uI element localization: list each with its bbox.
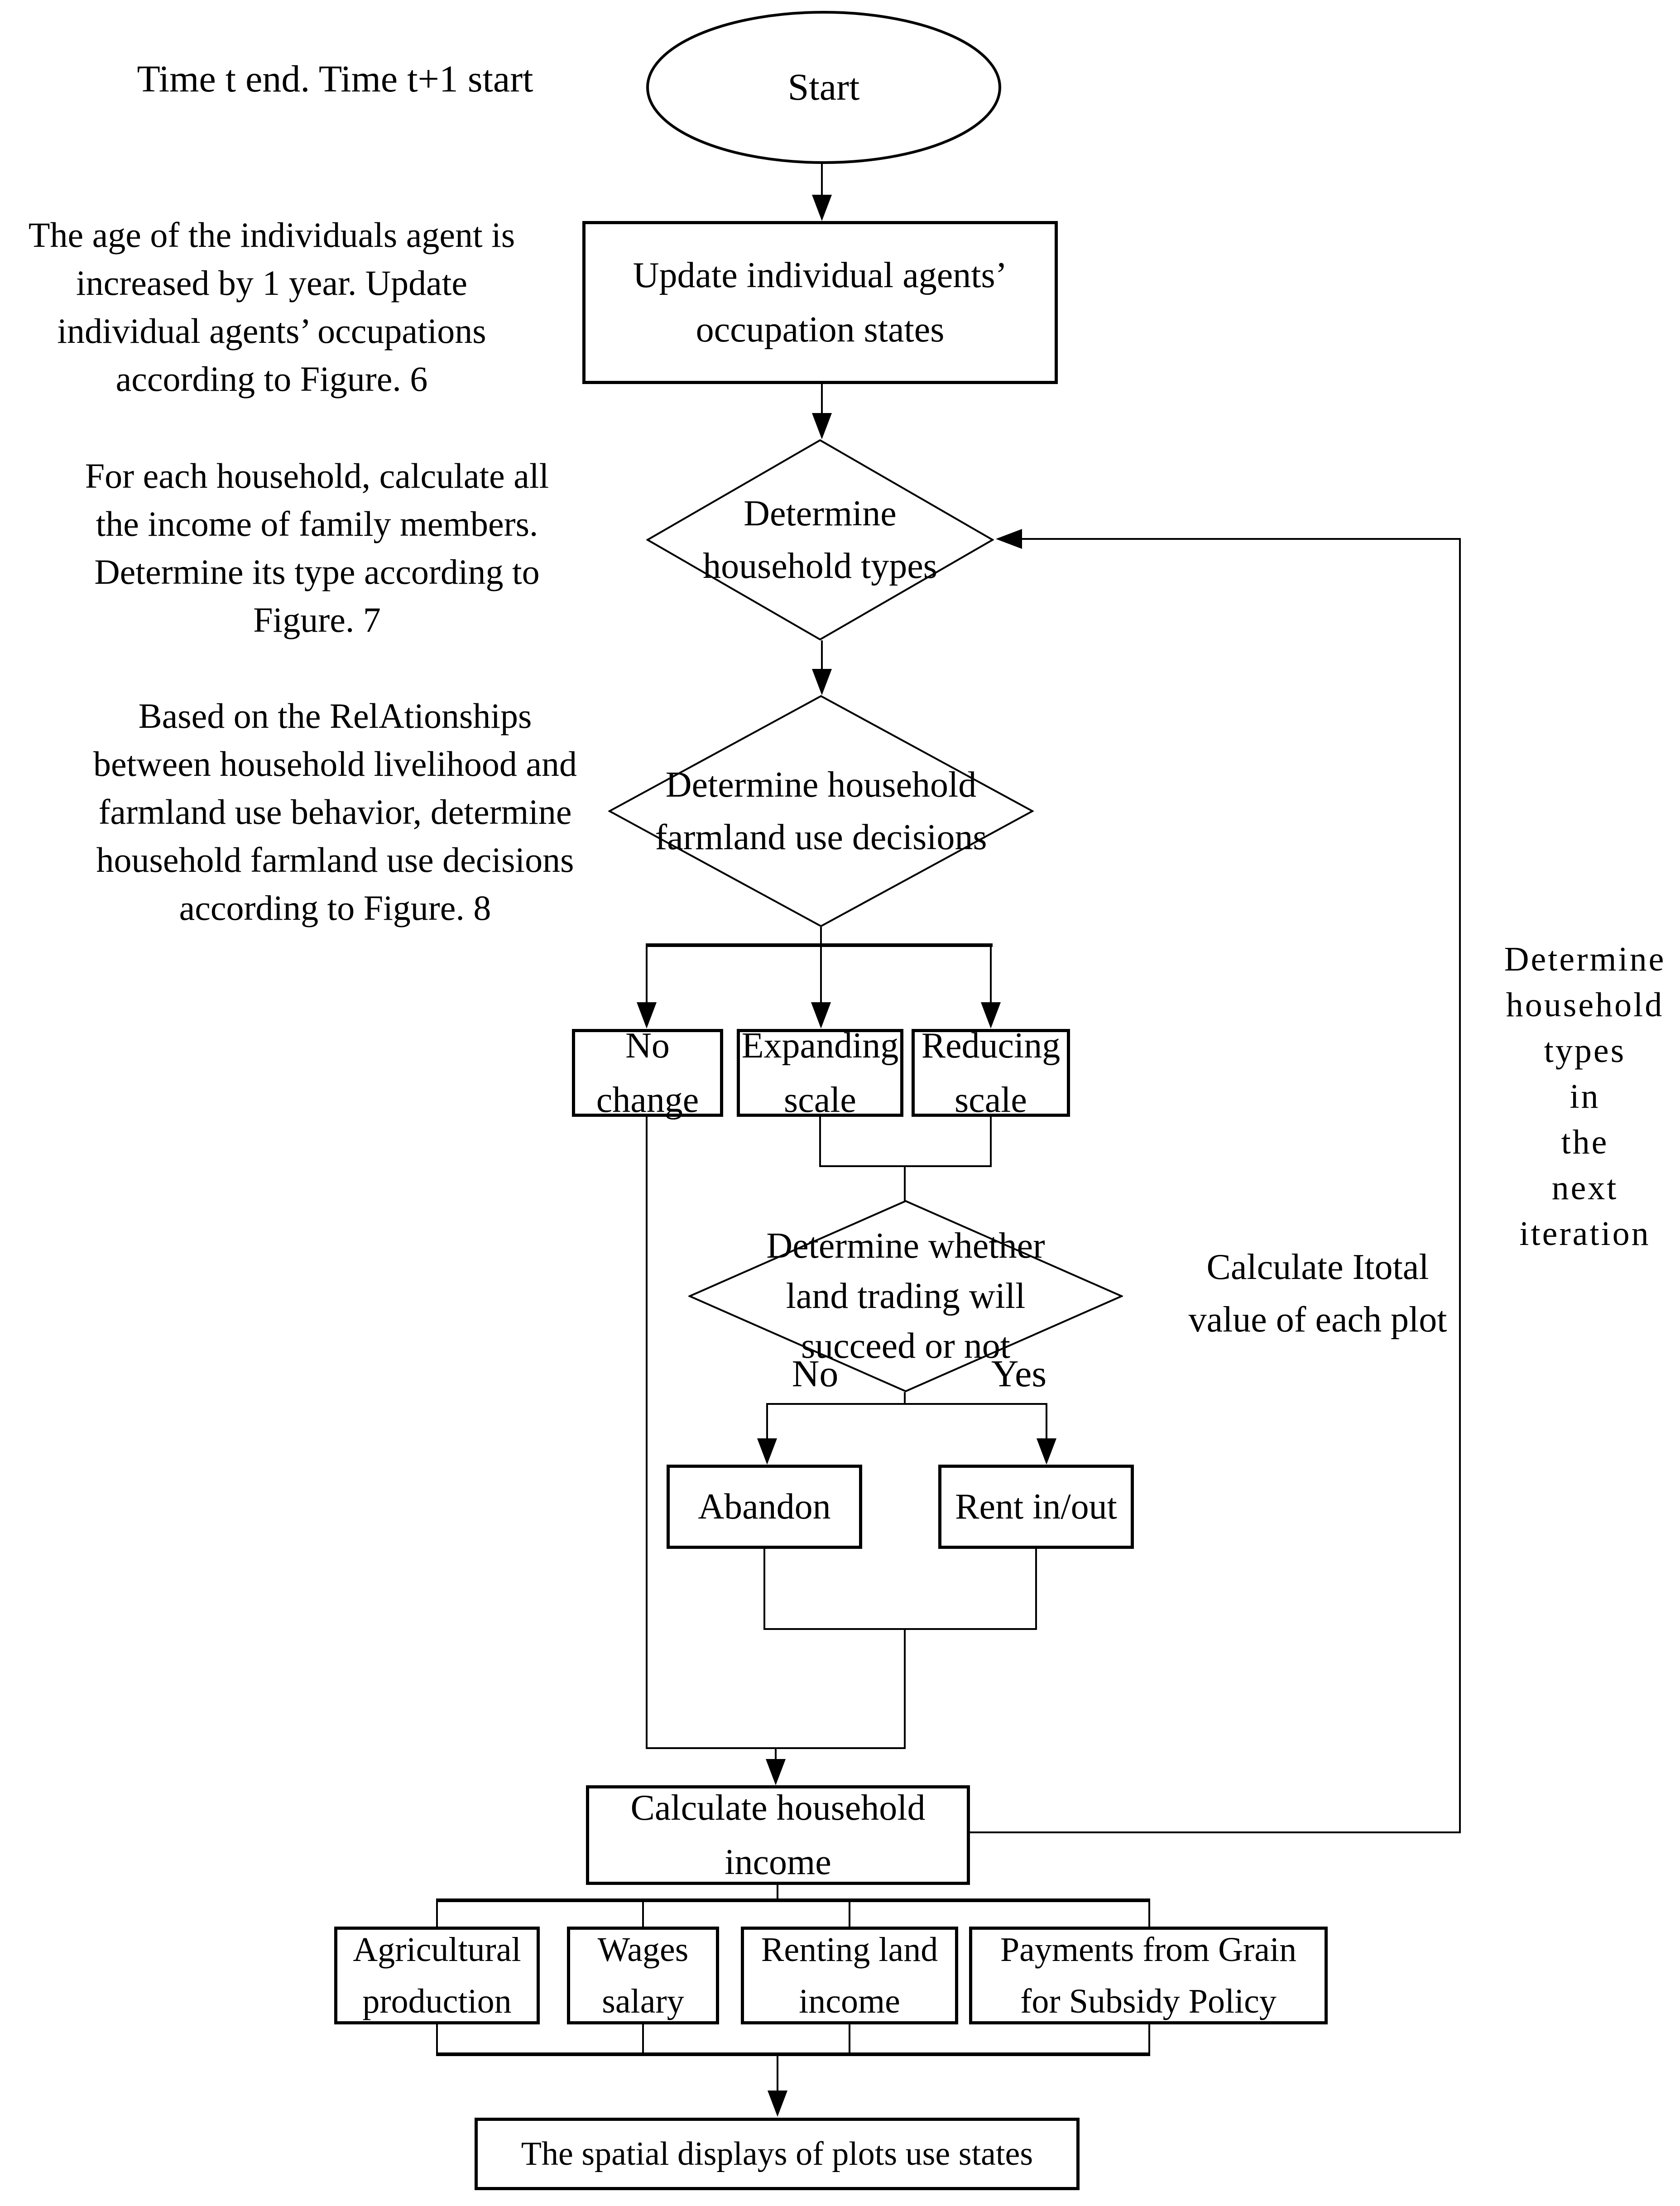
connector-update-types <box>821 384 823 414</box>
connector-payments-down <box>1148 2024 1150 2054</box>
arrowhead-into-update <box>812 195 832 221</box>
connector-merge-to-trading <box>904 1167 906 1202</box>
land-trading-diamond: Determine whether land trading will succ… <box>688 1200 1123 1392</box>
grain-subsidy-box: Payments from Grain for Subsidy Policy <box>969 1927 1328 2024</box>
arrowhead-into-reducing <box>981 1002 1001 1029</box>
connector-merge-to-income <box>775 1749 777 1760</box>
types-diamond-outline <box>646 439 994 640</box>
connector-types-decisions <box>821 640 823 670</box>
connector-income-down <box>777 1885 778 1900</box>
connector-start-update <box>821 164 823 196</box>
note-itotal: Calculate Itotal value of each plot <box>1188 1247 1447 1340</box>
connector-sources-top-bar <box>436 1898 1150 1902</box>
note-next-iteration: Determine household types in the next it… <box>1504 940 1666 1253</box>
connector-trading-stub <box>904 1392 906 1404</box>
connector-yes-down <box>1046 1405 1047 1439</box>
trading-diamond-outline <box>688 1200 1123 1392</box>
no-change-box: No change <box>572 1026 723 1120</box>
start-label: Start <box>787 66 860 109</box>
update-occupation-box: Update individual agents’ occupation sta… <box>582 221 1058 384</box>
calculate-income-box: Calculate household income <box>586 1785 970 1885</box>
determine-household-types-diamond: Determine household types <box>646 439 994 640</box>
connector-no-down <box>766 1405 768 1439</box>
connector-stub-agricultural <box>436 1902 438 1927</box>
renting-income-box: Renting land income <box>741 1927 958 2024</box>
agricultural-production-box: Agricultural production <box>334 1927 540 2024</box>
arrowhead-into-expanding <box>811 1002 831 1029</box>
connector-abandon-down <box>763 1549 765 1628</box>
connector-trade-merge-bar <box>819 1165 992 1167</box>
connector-result-down <box>904 1630 906 1749</box>
arrowhead-into-types-diamond <box>812 413 832 439</box>
connector-stub-wages <box>642 1902 644 1927</box>
arrowhead-into-income <box>766 1759 786 1785</box>
expanding-scale-box: Expanding scale <box>737 1026 903 1120</box>
note-relationships: Based on the RelAtionships between house… <box>93 696 577 928</box>
rent-in-out-box: Rent in/out <box>938 1465 1134 1549</box>
trading-diamond-label: Determine whether land trading will succ… <box>766 1226 1045 1366</box>
types-diamond-label: Determine household types <box>703 494 937 586</box>
abandon-box: Abandon <box>667 1465 862 1549</box>
connector-split-reducing <box>990 945 992 1003</box>
connector-decisions-stub <box>820 927 822 945</box>
arrowhead-into-spatial <box>768 2091 787 2117</box>
arrowhead-into-nochange <box>637 1002 657 1029</box>
connector-noyes-bar <box>766 1403 1047 1405</box>
arrowhead-into-rent <box>1037 1438 1056 1465</box>
note-household-income-type: For each household, calculate all the in… <box>85 456 549 640</box>
connector-stub-renting <box>849 1902 850 1927</box>
connector-expanding-down <box>819 1117 821 1165</box>
connector-agricultural-down <box>436 2024 438 2054</box>
decisions-diamond-label: Determine household farmland use decisio… <box>655 765 987 857</box>
spatial-display-box: The spatial displays of plots use states <box>475 2118 1080 2190</box>
decisions-diamond-outline <box>608 695 1034 927</box>
connector-feedback-right <box>1459 538 1461 1833</box>
connector-reducing-down <box>990 1117 992 1165</box>
connector-decisions-split-bar <box>646 943 993 947</box>
connector-feedback-bottom <box>970 1831 1461 1833</box>
connector-split-expanding <box>820 945 822 1003</box>
reducing-scale-box: Reducing scale <box>912 1026 1070 1120</box>
note-age-update: The age of the individuals agent is incr… <box>28 215 515 399</box>
farmland-decisions-diamond: Determine household farmland use decisio… <box>608 695 1034 927</box>
arrowhead-feedback-into-types <box>996 529 1022 549</box>
connector-wages-down <box>642 2024 644 2054</box>
branch-label-no: No <box>792 1353 839 1395</box>
connector-to-spatial <box>777 2056 778 2091</box>
connector-sources-bottom-bar <box>436 2052 1150 2056</box>
branch-label-yes: Yes <box>991 1353 1047 1395</box>
connector-nochange-bypass <box>646 1117 648 1749</box>
start-node: Start <box>646 11 1001 164</box>
connector-renting-down <box>849 2024 850 2054</box>
connector-trade-result-bar <box>763 1628 1037 1630</box>
arrowhead-into-abandon <box>757 1438 777 1465</box>
arrowhead-into-decisions-diamond <box>812 669 832 695</box>
connector-split-nochange <box>646 945 648 1003</box>
wages-salary-box: Wages salary <box>567 1927 719 2024</box>
connector-feedback-top <box>1022 538 1461 540</box>
start-ellipse-outline <box>646 11 1001 164</box>
caption-time-step: Time t end. Time t+1 start <box>137 58 533 100</box>
connector-rent-down <box>1035 1549 1037 1628</box>
connector-final-merge-bar <box>646 1747 906 1749</box>
connector-stub-payments <box>1148 1902 1150 1927</box>
